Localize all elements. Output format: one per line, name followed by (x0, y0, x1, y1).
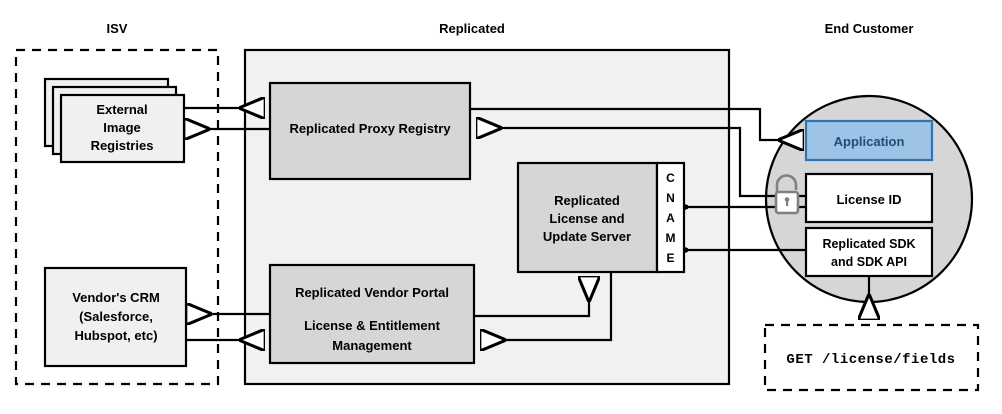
replicated-vendor-portal-line-3: Management (332, 338, 412, 353)
cname-letter-m: M (666, 231, 676, 245)
connector-license-server-to-portal (482, 272, 613, 340)
license-id-label: License ID (836, 192, 901, 207)
replicated-vendor-portal-line-2: License & Entitlement (304, 318, 440, 333)
connector-proxy-to-application (470, 107, 802, 140)
replicated-proxy-registry-label: Replicated Proxy Registry (289, 121, 451, 136)
vendors-crm-line-3: Hubspot, etc) (74, 328, 157, 343)
connector-application-to-proxy (478, 128, 806, 198)
cname-strip[interactable]: C N A M E (655, 161, 686, 274)
vendors-crm-line-1: Vendor's CRM (72, 290, 160, 305)
external-image-registries-line-1: External (96, 102, 147, 117)
vendors-crm-box (43, 266, 188, 368)
replicated-proxy-registry-box (268, 81, 472, 181)
replicated-vendor-portal-title: Replicated Vendor Portal (295, 285, 449, 300)
replicated-license-update-server-line-3: Update Server (543, 229, 631, 244)
api-request[interactable]: GET /license/fields (763, 323, 980, 392)
replicated-license-update-server-line-2: License and (549, 211, 624, 226)
cname-letter-n: N (666, 191, 675, 205)
replicated-vendor-portal-box (268, 263, 476, 365)
replicated-license-update-server-line-1: Replicated (554, 193, 620, 208)
application[interactable]: Application (804, 119, 934, 162)
replicated-sdk-box (804, 226, 934, 278)
application-label: Application (834, 134, 905, 149)
cname-letter-a: A (666, 211, 675, 225)
api-request-boundary (763, 323, 980, 392)
registry-stack-front (59, 93, 186, 164)
vendors-crm-line-2: (Salesforce, (79, 309, 153, 324)
license-id-box (804, 172, 934, 224)
zone-title-isv: ISV (107, 21, 128, 36)
cname-letter-e: E (666, 251, 674, 265)
replicated-license-update-server-box (516, 161, 659, 274)
zone-title-replicated: Replicated (439, 21, 505, 36)
unlock-icon (774, 174, 800, 215)
replicated-vendor-portal[interactable]: Replicated Vendor Portal License & Entit… (268, 263, 476, 365)
replicated-proxy-registry[interactable]: Replicated Proxy Registry (268, 81, 472, 181)
replicated-sdk[interactable]: Replicated SDK and SDK API (804, 226, 934, 278)
external-image-registries-line-3: Registries (91, 138, 154, 153)
replicated-sdk-line-2: and SDK API (831, 255, 907, 269)
cname-letter-c: C (666, 171, 675, 185)
replicated-license-and-update-server[interactable]: Replicated License and Update Server (516, 161, 659, 274)
vendors-crm[interactable]: Vendor's CRM (Salesforce, Hubspot, etc) (43, 266, 188, 368)
zone-title-end-customer: End Customer (825, 21, 914, 36)
api-request-label: GET /license/fields (786, 352, 955, 368)
external-image-registries[interactable]: External Image Registries (43, 77, 186, 164)
external-image-registries-line-2: Image (103, 120, 141, 135)
isv-zone-boundary (14, 48, 220, 386)
application-box (804, 119, 934, 162)
connector-portal-to-license-server (474, 278, 589, 318)
cname-box (655, 161, 686, 274)
replicated-sdk-line-1: Replicated SDK (822, 237, 915, 251)
license-id[interactable]: License ID (804, 172, 934, 224)
